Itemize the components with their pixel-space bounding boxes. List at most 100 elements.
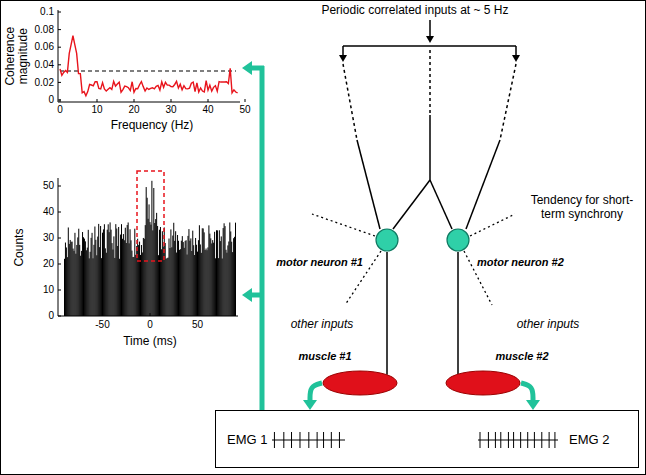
histogram-bar [121,224,122,316]
histogram-bar [188,229,189,316]
emg-box: EMG 1EMG 2 [215,410,639,468]
tick-label: 0 [47,310,55,322]
signal-name: EMG 2 [568,433,610,448]
histogram-bar [196,245,197,316]
histogram-bar [105,248,106,316]
tick-mark [58,186,61,187]
emg-spike [534,432,535,448]
histogram-bar [81,251,82,316]
tick-label: 0.02 [34,77,55,89]
histogram-bar [144,239,145,316]
histogram-bar [199,225,200,316]
histogram-bar [94,227,95,316]
histogram-bar [71,242,72,316]
emg-spike [495,432,496,448]
histogram-bar [69,244,70,316]
histogram-bar [226,250,227,316]
histogram-bar [152,230,153,316]
histogram-bar [74,251,75,316]
histogram-bar [161,249,162,316]
tick-mark [58,238,61,239]
histogram-bar [151,181,152,316]
emg-spike [308,432,309,448]
histogram-bar [222,258,223,316]
histogram-bar [91,238,92,316]
emg-spike [500,432,501,448]
histogram-bar [156,213,157,316]
histogram-bar [191,251,192,316]
histogram-bar [132,257,133,316]
input-arrow [515,46,517,55]
emg-spike [554,432,555,448]
histogram-bar [165,243,166,316]
histogram-bar [124,240,125,316]
input-arrow [342,46,344,55]
histogram-bar [177,235,178,316]
histogram-bar [85,241,86,316]
histogram-bar [72,242,73,316]
input-fiber [430,180,452,229]
histogram-bar [100,226,101,316]
coherence-ticks [58,12,245,102]
histogram-bar [74,233,75,316]
histogram-bar [129,243,130,316]
tick-mark [208,99,209,102]
histogram-bar [93,245,94,316]
histogram-bar [76,245,77,316]
histogram-bar [80,256,81,316]
axis-title: Time (ms) [122,335,178,349]
muscle: muscle #1 [322,370,398,396]
histogram-bar [200,244,201,316]
histogram-bar [104,224,105,316]
bracket-arrow [252,293,264,298]
histogram-bar [155,219,156,316]
histogram-bar [169,239,170,316]
histogram-bar [88,230,89,316]
input-arrow [429,20,431,36]
emg-spike [527,432,528,448]
histogram-bar [194,255,195,316]
muscle-body [446,371,520,395]
tick-label: 10 [90,104,103,116]
tick-label: 0.1 [39,6,55,18]
histogram-bar [232,252,233,316]
histogram-bar [127,225,128,316]
dashed-input [429,50,431,115]
emg-spike [331,432,332,448]
tick-mark [97,99,98,102]
tick-label: 20 [42,258,55,270]
tick-label: 0.08 [34,24,55,36]
histogram-bar [181,241,182,316]
histogram-bar [103,229,104,316]
input-fiber [429,115,431,180]
tick-label: 10 [42,284,55,296]
emg-spike [480,432,481,448]
emg-spike [274,432,275,448]
histogram-bar [208,225,209,316]
input-fiber [393,180,430,229]
histogram-bar [107,230,108,316]
histogram-bar [154,223,155,316]
histogram-bar [229,222,230,316]
histogram-bar [119,259,120,316]
emg-spike [508,432,509,448]
histogram-bar [182,236,183,316]
tick-label: 30 [164,104,177,116]
tick-label: 0 [56,104,64,116]
histogram-bar [226,253,227,316]
histogram-bar [223,228,224,316]
histogram-bar [99,247,100,316]
histogram-bar [82,232,83,316]
histogram-bar [190,238,191,316]
histogram-bar [134,229,135,316]
input-label: other inputs [290,318,355,332]
histogram-bar [110,222,111,316]
histogram-bar [221,236,222,316]
emg-spike [323,432,324,448]
input-label: other inputs [516,318,581,332]
histogram-bar [116,229,117,316]
histogram-bar [89,258,90,316]
histogram-bar [230,231,231,316]
axis-title: Counts [13,228,26,268]
